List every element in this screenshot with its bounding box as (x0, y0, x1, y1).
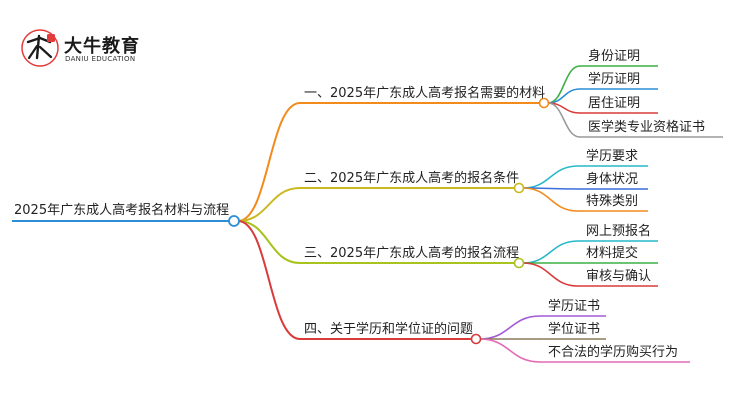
leaf-label-2-2: 身体状况 (586, 172, 639, 187)
daniu-logo-icon (21, 29, 59, 67)
leaf-label-3-3: 审核与确认 (586, 269, 652, 284)
leaf-connector-2-1 (522, 165, 579, 189)
branch-node-1 (538, 97, 550, 109)
branch-node-2 (513, 182, 525, 194)
leaf-label-1-1: 身份证明 (588, 49, 641, 64)
leaf-label-1-2: 学历证明 (588, 72, 641, 87)
brand-name: 大牛教育 (64, 36, 140, 57)
leaf-connector-2-3 (522, 187, 579, 212)
branch-label-3: 三、2025年广东成人高考的报名流程 (304, 246, 520, 261)
leaf-label-2-3: 特殊类别 (586, 194, 639, 209)
leaf-label-4-3: 不合法的学历购买行为 (548, 345, 679, 360)
leaf-label-4-1: 学历证书 (548, 299, 601, 314)
leaf-label-1-4: 医学类专业资格证书 (588, 120, 706, 135)
leaf-label-3-2: 材料提交 (586, 246, 639, 261)
leaf-label-3-1: 网上预报名 (586, 224, 652, 239)
leaf-connector-3-1 (522, 240, 579, 264)
leaf-connector-1-4 (547, 102, 581, 138)
leaf-label-1-3: 居住证明 (588, 96, 641, 111)
branch-label-1: 一、2025年广东成人高考报名需要的材料 (304, 86, 546, 101)
leaf-label-2-1: 学历要求 (586, 149, 639, 164)
brand-logo: 大牛教育 DANIU EDUCATION (20, 28, 150, 72)
leaf-connector-4-3 (479, 338, 541, 363)
branch-connector-2 (237, 187, 301, 222)
branch-connector-4 (237, 220, 301, 340)
leaf-connector-1-1 (547, 65, 581, 104)
branch-label-4: 四、关于学历和学位证的问题 (304, 322, 474, 337)
branch-connector-3 (237, 220, 301, 264)
root-node (228, 215, 240, 227)
branch-node-3 (513, 257, 525, 269)
branch-node-4 (470, 333, 482, 345)
leaf-connector-4-1 (479, 315, 541, 340)
leaf-connector-3-3 (522, 262, 579, 287)
leaf-label-4-2: 学位证书 (548, 322, 601, 337)
brand-subtitle: DANIU EDUCATION (65, 55, 136, 63)
branch-connector-1 (237, 102, 301, 222)
root-label: 2025年广东成人高考报名材料与流程 (14, 203, 230, 218)
branch-label-2: 二、2025年广东成人高考的报名条件 (304, 171, 520, 186)
